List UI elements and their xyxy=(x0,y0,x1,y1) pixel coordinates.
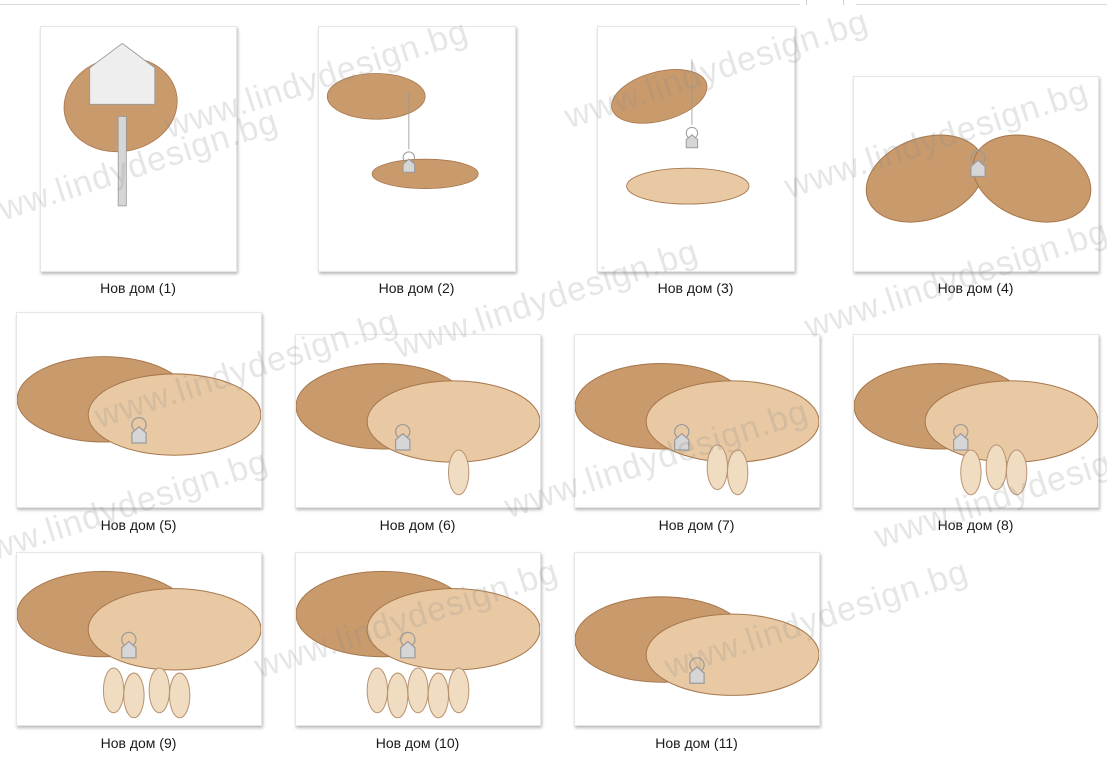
file-thumbnail[interactable] xyxy=(574,552,820,726)
file-name: Нов дом (1) xyxy=(100,280,176,296)
house-in-hand-illustration xyxy=(63,42,178,207)
address-bar-edge xyxy=(0,0,800,5)
toolbar-divider xyxy=(843,0,844,5)
handshake-one-child-illustration xyxy=(296,363,540,496)
file-name: Нов дом (2) xyxy=(378,280,455,296)
search-box-edge xyxy=(856,0,1107,5)
handshake-three-children-illustration xyxy=(854,363,1098,496)
handshake-four-children-illustration xyxy=(17,570,261,719)
file-thumbnail[interactable] xyxy=(574,334,820,508)
window-top-edge xyxy=(0,0,1107,6)
file-name: Нов дом (11) xyxy=(655,735,738,751)
file-item[interactable]: Нов дом (7) xyxy=(574,334,820,538)
file-item[interactable]: Нов дом (1) xyxy=(40,26,237,301)
file-thumbnail[interactable] xyxy=(40,26,237,272)
file-thumbnail[interactable] xyxy=(16,312,262,508)
file-thumbnail[interactable] xyxy=(318,26,516,272)
file-item[interactable]: Нов дом (9) xyxy=(16,552,262,756)
file-thumbnail[interactable] xyxy=(597,26,795,272)
file-item[interactable]: Нов дом (2) xyxy=(318,26,516,301)
handshake-two-children-illustration xyxy=(575,363,819,496)
file-name: Нов дом (7) xyxy=(658,517,735,533)
file-name: Нов дом (8) xyxy=(937,517,1014,533)
toolbar-divider xyxy=(806,0,807,5)
file-name: Нов дом (3) xyxy=(657,280,734,296)
heart-hands-illustration xyxy=(865,134,1092,223)
file-item[interactable]: Нов дом (10) xyxy=(295,552,541,756)
file-name: Нов дом (10) xyxy=(375,735,460,751)
file-item[interactable]: Нов дом (4) xyxy=(853,76,1099,301)
file-thumbnail[interactable] xyxy=(295,334,541,508)
file-thumbnail[interactable] xyxy=(853,334,1099,508)
file-thumbnail[interactable] xyxy=(16,552,262,726)
handshake-five-children-illustration xyxy=(296,570,540,719)
file-thumbnail[interactable] xyxy=(295,552,541,726)
key-drop-illustration xyxy=(326,73,479,189)
key-handover-illustration xyxy=(611,59,750,205)
handshake-key-illustration xyxy=(575,596,819,696)
file-item[interactable]: Нов дом (5) xyxy=(16,312,262,538)
file-item[interactable]: Нов дом (11) xyxy=(574,552,820,756)
file-item[interactable]: Нов дом (8) xyxy=(853,334,1099,538)
file-thumbnail[interactable] xyxy=(853,76,1099,272)
file-name: Нов дом (4) xyxy=(937,280,1014,296)
handshake-key-illustration xyxy=(17,356,261,456)
file-name: Нов дом (9) xyxy=(100,735,177,751)
file-item[interactable]: Нов дом (3) xyxy=(597,26,795,301)
file-name: Нов дом (6) xyxy=(379,517,456,533)
file-name: Нов дом (5) xyxy=(100,517,177,533)
file-item[interactable]: Нов дом (6) xyxy=(295,334,541,538)
